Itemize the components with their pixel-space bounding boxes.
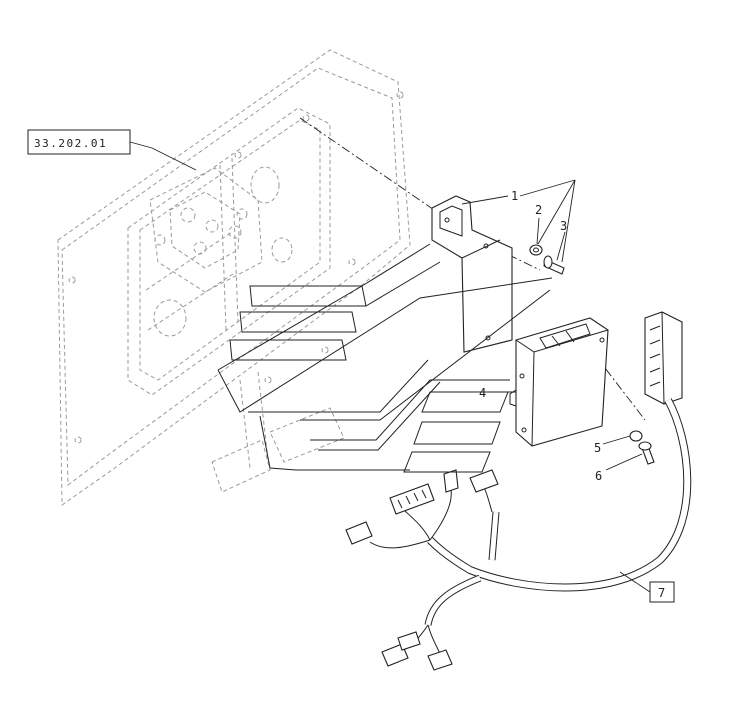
nut-part-2[interactable]: [529, 244, 543, 256]
callout-5: 5: [594, 435, 631, 455]
callout-6-label: 6: [595, 469, 602, 483]
bracket-part[interactable]: [431, 195, 513, 353]
control-unit-part[interactable]: [509, 317, 609, 447]
reference-leader-line: [129, 141, 197, 171]
callout-3-label: 3: [560, 219, 567, 233]
callout-2-label: 2: [535, 203, 542, 217]
callout-4: 4: [479, 386, 516, 400]
bolt-part-6[interactable]: [638, 441, 655, 465]
callout-2: 2: [535, 203, 542, 245]
wiring-harness-part[interactable]: [345, 311, 692, 671]
nut-part-5[interactable]: [629, 430, 643, 442]
callout-1: 1: [461, 179, 576, 263]
callout-7-label: 7: [658, 586, 665, 600]
callout-6: 6: [595, 453, 643, 483]
callout-1-label: 1: [511, 189, 518, 203]
bolt-part-3[interactable]: [543, 255, 565, 275]
callout-5-label: 5: [594, 441, 601, 455]
callout-4-label: 4: [479, 386, 486, 400]
mounting-panel: [57, 49, 411, 506]
reference-box[interactable]: 33.202.01: [27, 129, 131, 155]
callout-7[interactable]: 7: [619, 571, 675, 603]
callout-3: 3: [556, 219, 567, 261]
reference-box-label: 33.202.01: [34, 137, 107, 150]
detail-plates: [217, 243, 553, 473]
